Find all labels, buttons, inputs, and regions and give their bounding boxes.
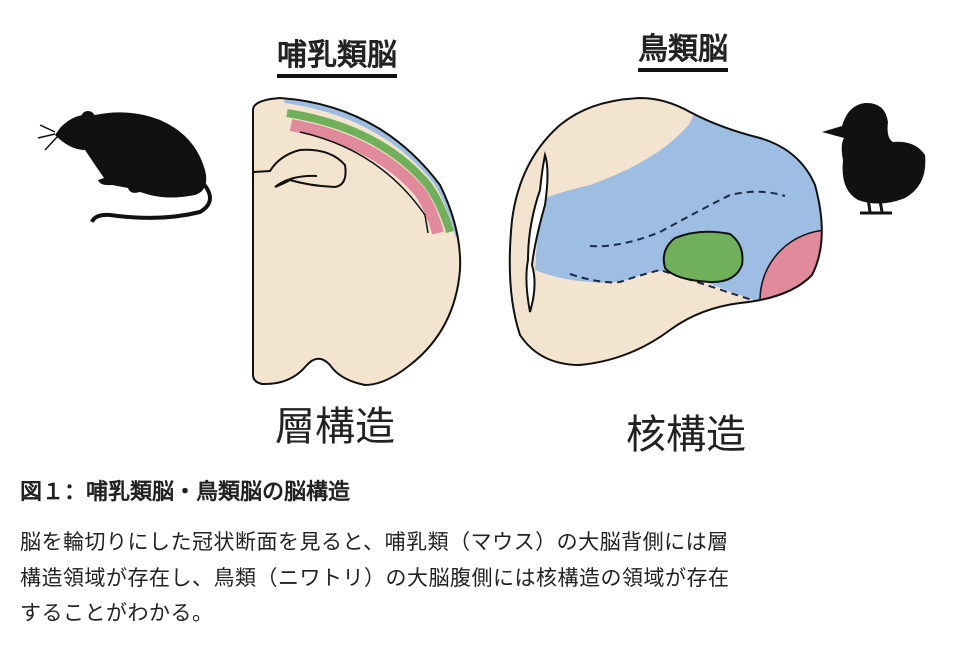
ventricle — [525, 151, 549, 313]
nucleus-region — [662, 230, 744, 284]
caption-line-3: することがわかる。 — [20, 601, 214, 625]
caption-line-2: 構造領域が存在し、鳥類（ニワトリ）の大脳腹側には核構造の領域が存在 — [20, 566, 730, 590]
cortex-layer-inner — [289, 119, 444, 235]
pallium-region — [535, 100, 822, 302]
chick-silhouette-icon — [822, 102, 926, 215]
mammal-brain-section — [252, 96, 462, 387]
bird-brain-title: 鳥類脳 — [638, 32, 728, 72]
nuclear-structure-label: 核構造 — [626, 412, 746, 458]
cortex-layer-middle — [286, 109, 454, 234]
mouse-silhouette-icon — [37, 111, 212, 223]
caption-heading: 図１：哺乳類脳・鳥類脳の脳構造 — [20, 480, 351, 505]
layered-structure-label: 層構造 — [275, 404, 395, 450]
pink-region — [759, 229, 822, 365]
bird-brain-section — [508, 96, 823, 367]
mammal-brain-title: 哺乳類脳 — [277, 38, 397, 78]
caption-line-1: 脳を輪切りにした冠状断面を見ると、哺乳類（マウス）の大脳背側には層 — [20, 530, 729, 554]
